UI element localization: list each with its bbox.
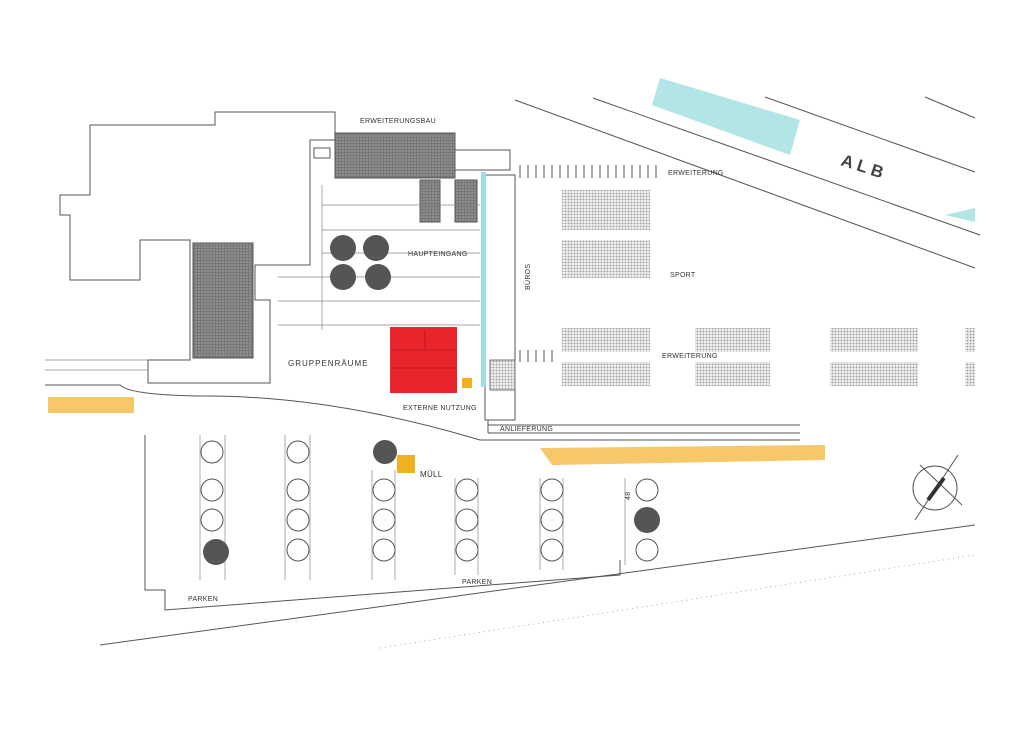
existing-building: ERWEITERUNGSBAU — [59, 111, 511, 384]
alb-road: A L B — [514, 78, 981, 269]
haupteingang-label: HAUPTEINGANG — [408, 251, 468, 258]
gruppenraeume-label: GRUPPENRÄUME — [288, 359, 368, 368]
yellow-path-left — [48, 397, 134, 413]
parken-left-label: PARKEN — [188, 596, 218, 603]
externe-nutzung-label: EXTERNE NUTZUNG — [403, 405, 477, 412]
erweiterung-top-label: ERWEITERUNG — [668, 170, 724, 177]
sport-label: SPORT — [670, 272, 696, 279]
courtyard-trees — [330, 235, 391, 290]
muell-label: MÜLL — [420, 470, 443, 479]
number-48-label: 48 — [625, 492, 632, 500]
courtyard-lines: BÜROS HAUPTEINGANG — [45, 172, 800, 434]
erweiterung-mid-label: ERWEITERUNG — [662, 353, 718, 360]
erweiterungsbau-block — [334, 132, 456, 179]
north-arrow-icon — [912, 454, 963, 521]
erweiterungsbau-label: ERWEITERUNGSBAU — [360, 118, 436, 125]
cyan-strip — [481, 172, 486, 387]
parken-mid-label: PARKEN — [462, 579, 492, 586]
alb-label: A L B — [839, 151, 886, 182]
parking-area: MÜLL 48 PARKEN PARKEN — [144, 435, 660, 611]
cyan-strip-alb — [652, 78, 800, 155]
yellow-path-right — [540, 445, 825, 465]
muell-box — [397, 455, 415, 473]
sport-fields: ERWEITERUNG SPORT ERWEITERUNG — [519, 165, 975, 386]
anlieferung-label: ANLIEFERUNG — [500, 426, 553, 433]
red-building — [390, 327, 472, 393]
bueros-label: BÜROS — [524, 264, 532, 290]
